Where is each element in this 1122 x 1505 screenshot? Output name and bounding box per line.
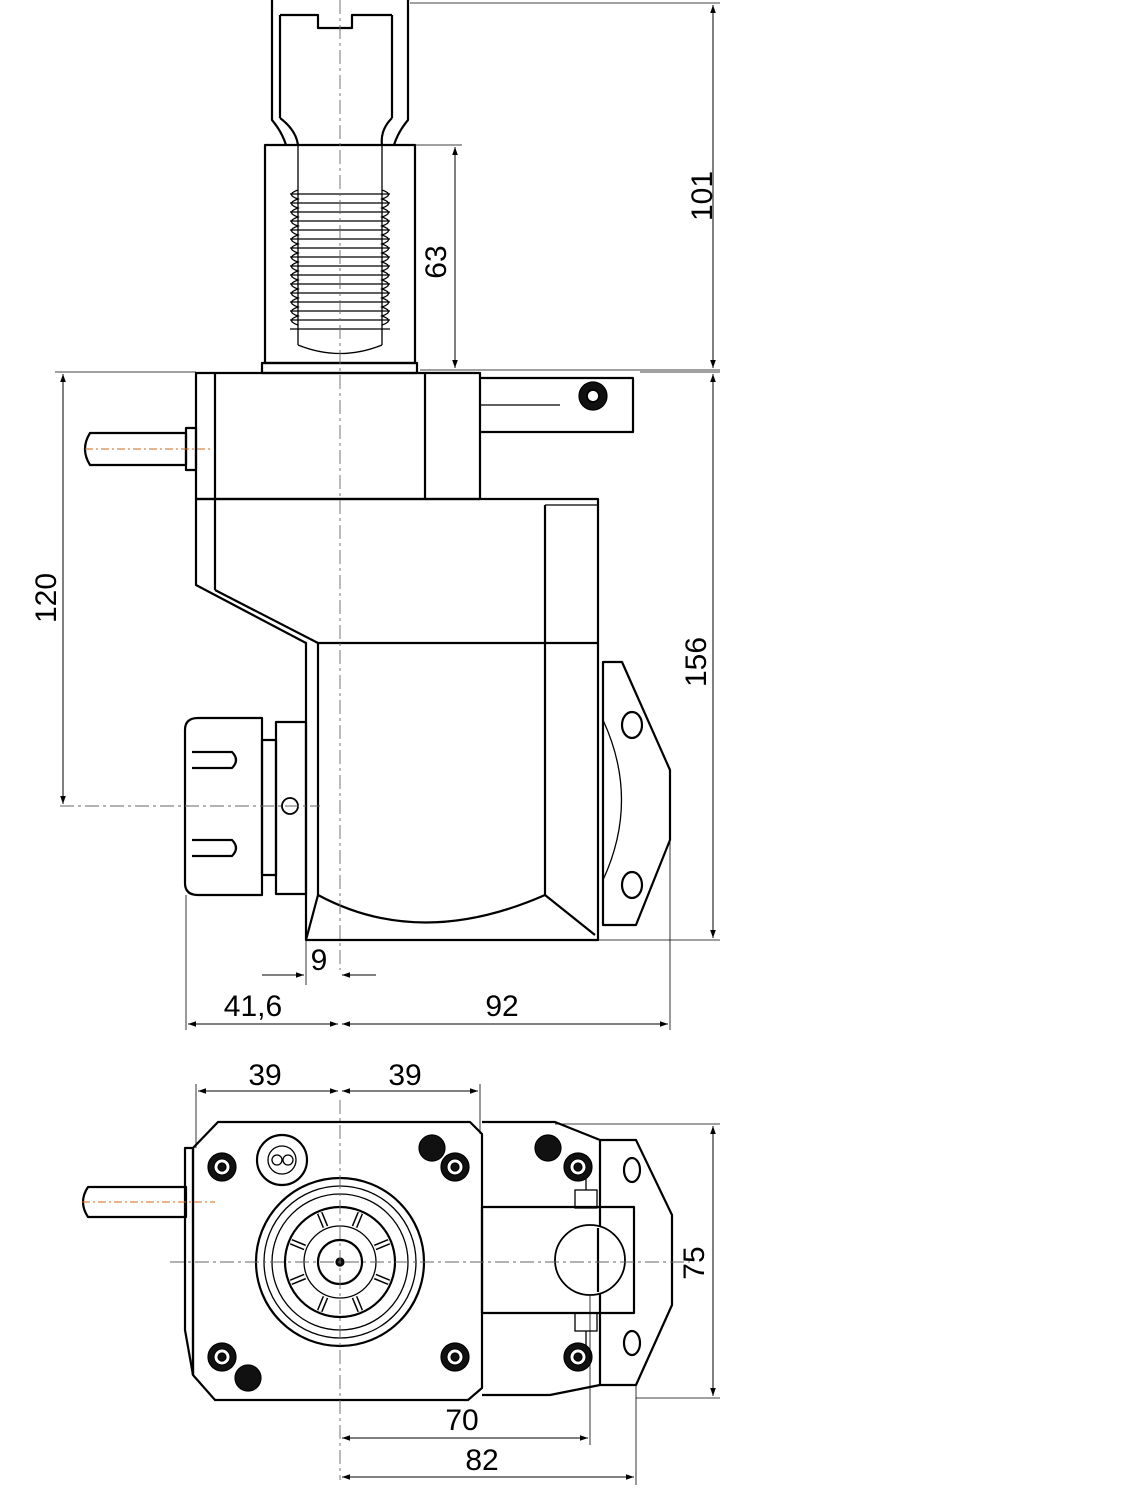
dimension-39-left: 39	[195, 1059, 338, 1148]
right-flange	[601, 660, 672, 927]
collet-nut	[183, 716, 308, 897]
dim-41-6-label: 41,6	[224, 990, 282, 1023]
dimension-75: 75	[555, 1123, 720, 1399]
dimension-63: 63	[415, 144, 462, 368]
dim-70-label: 70	[445, 1404, 478, 1437]
dimension-82: 82	[342, 1385, 637, 1485]
screws	[207, 1152, 593, 1372]
dimension-41-6: 41,6	[185, 895, 338, 1030]
dim-92-label: 92	[485, 990, 518, 1023]
coolant-port	[255, 1133, 309, 1187]
housing-body	[194, 497, 600, 942]
dim-120-label: 120	[30, 573, 63, 623]
housing-upper	[83, 371, 635, 501]
dimension-9: 9	[262, 940, 376, 985]
socket-screw	[440, 1152, 470, 1182]
dim-9-label: 9	[311, 944, 328, 977]
socket-screw	[207, 1152, 237, 1182]
dowel-pins	[234, 1134, 562, 1392]
dim-82-label: 82	[465, 1444, 498, 1477]
dim-101-label: 101	[686, 171, 719, 221]
shank	[260, 0, 419, 375]
dim-75-label: 75	[678, 1246, 711, 1279]
dimension-39-right: 39	[342, 1059, 481, 1134]
dim-63-label: 63	[420, 245, 453, 278]
base-plate	[183, 1120, 484, 1402]
bottom-flange	[600, 1138, 674, 1387]
socket-screw	[440, 1342, 470, 1372]
locating-pin-bottom	[81, 1185, 188, 1219]
dim-39-left-label: 39	[248, 1059, 281, 1092]
dim-156-label: 156	[680, 637, 713, 687]
bottom-view: 39 39 75 70 82	[81, 1059, 720, 1485]
side-bracket	[480, 1120, 636, 1397]
socket-screw	[563, 1342, 593, 1372]
socket-screw	[207, 1342, 237, 1372]
dimension-156: 156	[598, 371, 720, 941]
socket-screw	[563, 1152, 593, 1182]
dimension-101: 101	[410, 2, 720, 371]
dim-39-right-label: 39	[388, 1059, 421, 1092]
side-view: 101 63 120 156 9	[30, 0, 720, 1030]
dimension-92: 92	[342, 840, 671, 1030]
clamp-pin	[554, 1224, 626, 1296]
dimension-70: 70	[342, 1296, 591, 1445]
dimension-120: 120	[30, 371, 196, 804]
